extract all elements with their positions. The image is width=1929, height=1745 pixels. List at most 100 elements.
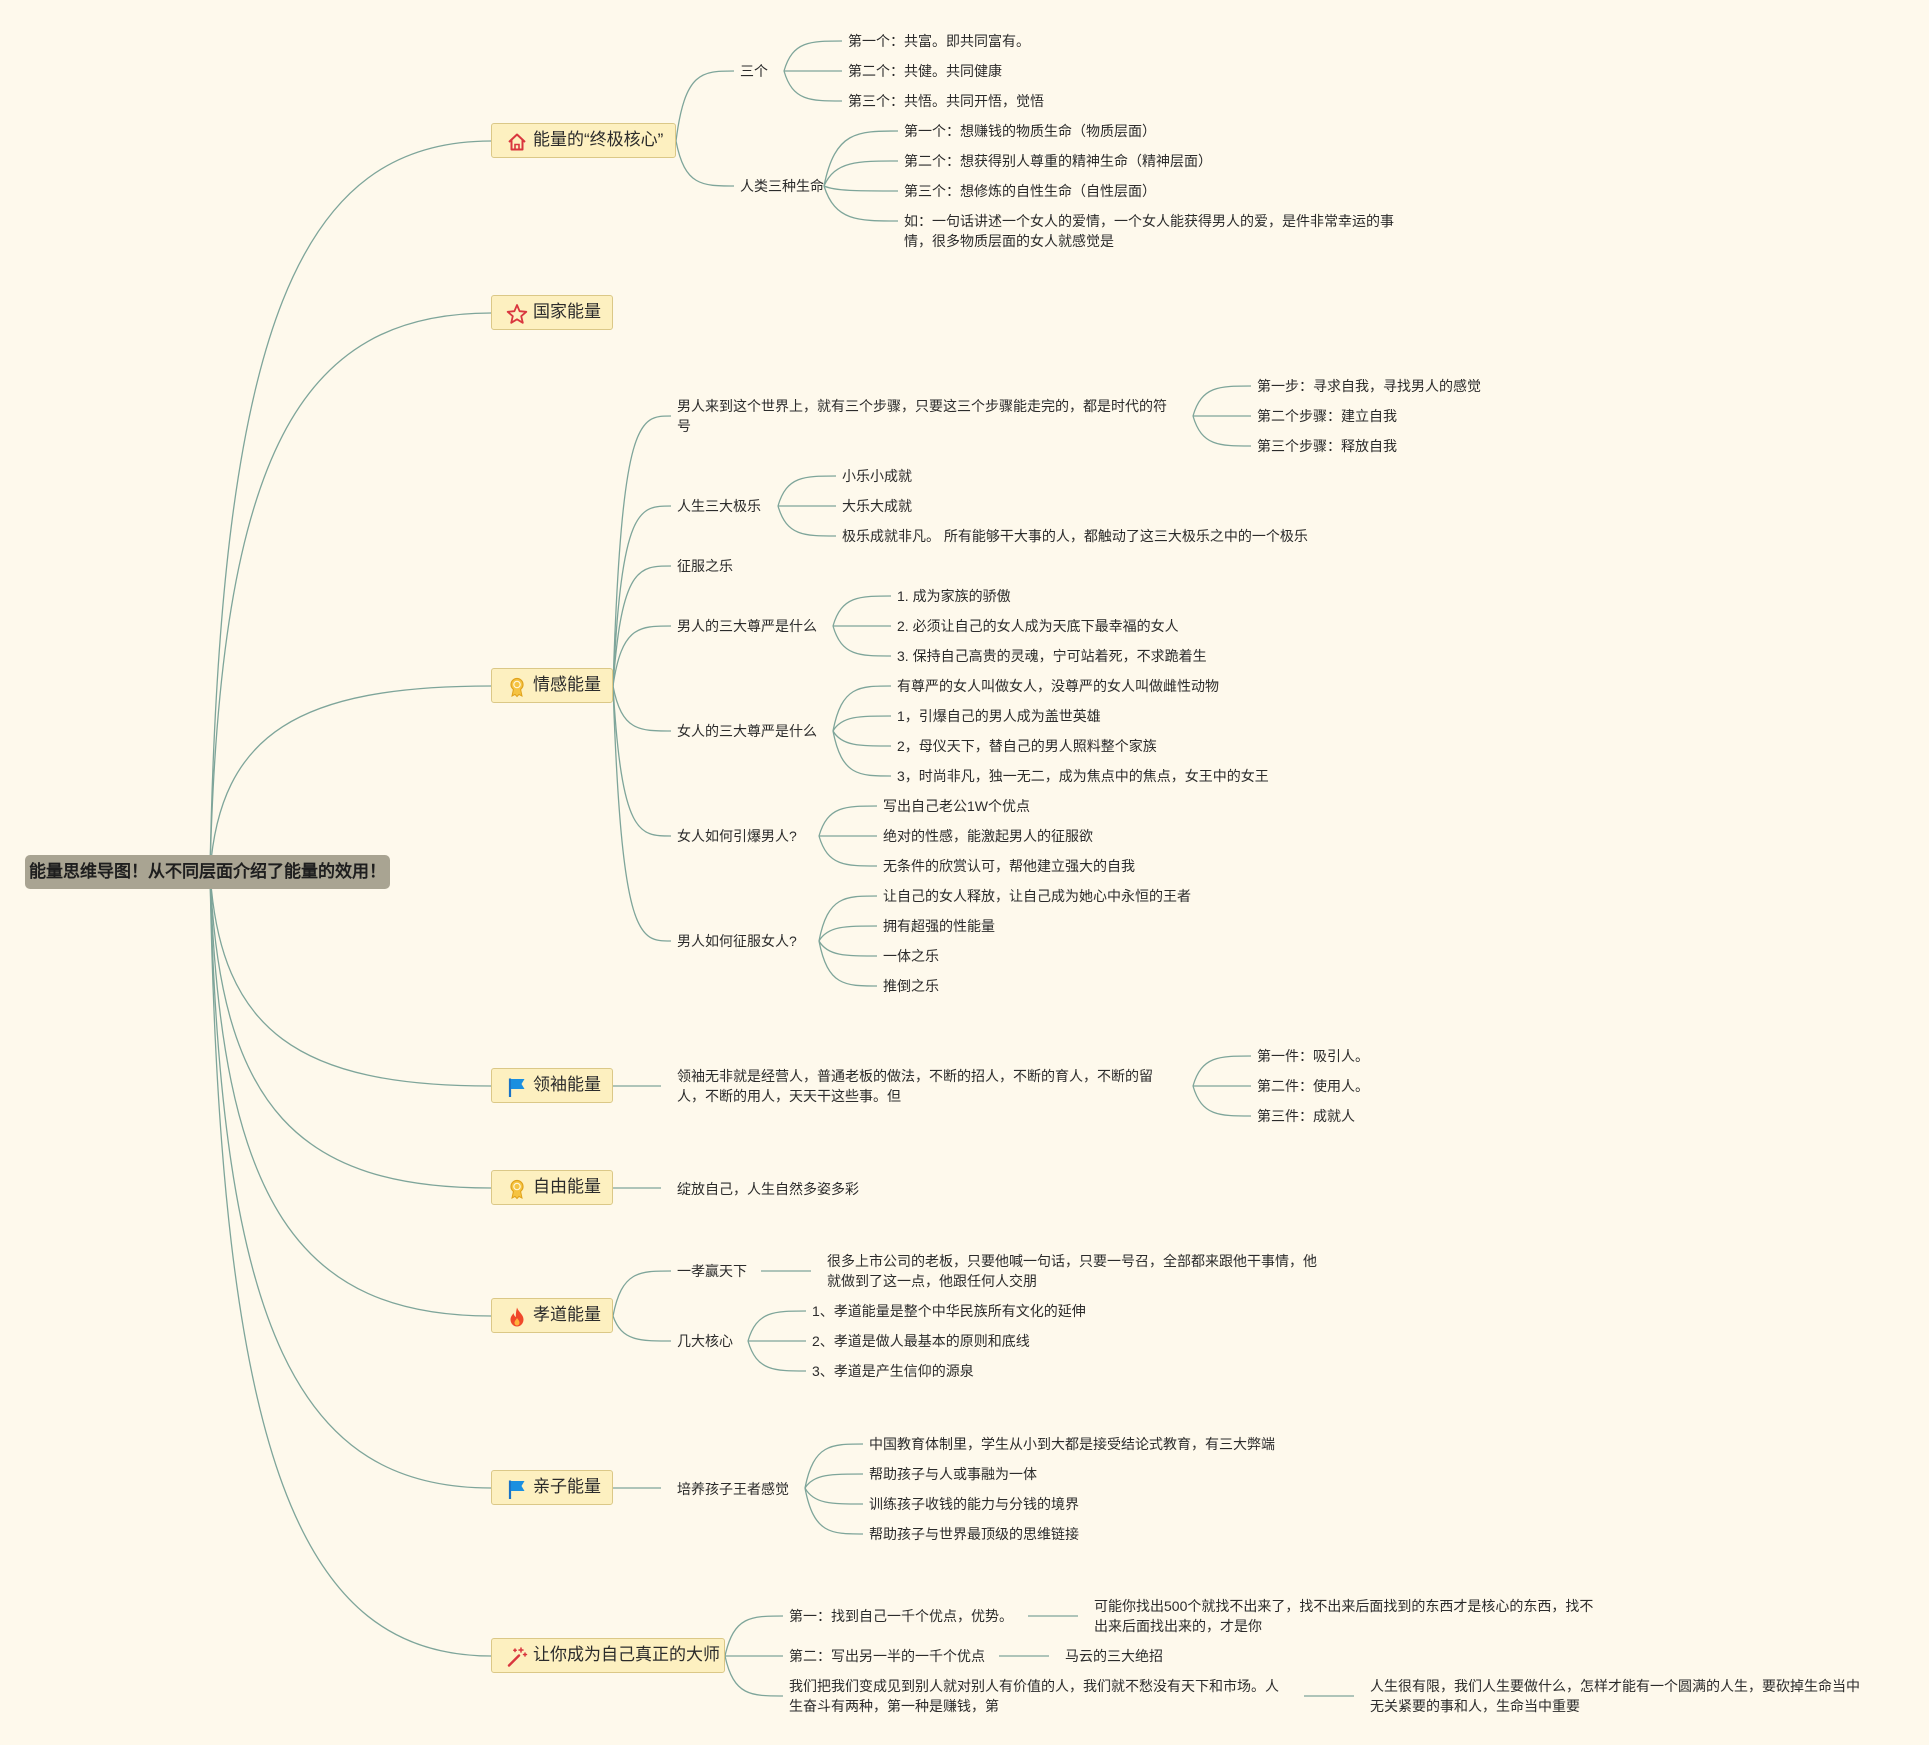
node-master-third-detail[interactable]: 人生很有限，我们人生要做什么，怎样才能有一个圆满的人生，要砍掉生命当中无关紧要的…: [1370, 1678, 1860, 1714]
node-master-first-detail[interactable]: 可能你找出500个就找不出来了，找不出来后面找到的东西才是核心的东西，找不出来后…: [1094, 1598, 1594, 1634]
connector-line: [818, 805, 878, 837]
node-filial-cores[interactable]: 几大核心: [677, 1333, 733, 1349]
node-women-dignity-item-1[interactable]: 有尊严的女人叫做女人，没尊严的女人叫做雌性动物: [897, 678, 1219, 694]
connector-line: [777, 505, 837, 537]
node-child-kingship[interactable]: 培养孩子王者感觉: [677, 1481, 789, 1497]
root-topic[interactable]: 能量思维导图！从不同层面介绍了能量的效用！: [25, 855, 390, 889]
node-master-second[interactable]: 第二：写出另一半的一千个优点: [789, 1648, 985, 1664]
node-leadership-item-2[interactable]: 第二件：使用人。: [1257, 1078, 1369, 1094]
node-leadership-item-3[interactable]: 第三件：成就人: [1257, 1108, 1355, 1124]
node-conquer-women-item-1[interactable]: 让自己的女人释放，让自己成为她心中永恒的王者: [883, 888, 1191, 904]
connector-line: [612, 505, 672, 687]
topic-ultimate-core[interactable]: 能量的“终极核心”: [491, 123, 676, 158]
node-filial-win[interactable]: 一孝赢天下: [677, 1263, 747, 1279]
node-men-dignity-item-3[interactable]: 3. 保持自己高贵的灵魂，宁可站着死，不求跪着生: [897, 648, 1207, 664]
node-three-item-2[interactable]: 第二个：共健。共同健康: [848, 63, 1002, 79]
node-child-item-1[interactable]: 中国教育体制里，学生从小到大都是接受结论式教育，有三大弊端: [869, 1436, 1275, 1452]
node-men-dignity-item-1[interactable]: 1. 成为家族的骄傲: [897, 588, 1011, 604]
award-icon: [510, 1179, 524, 1200]
topic-national[interactable]: 国家能量: [491, 295, 613, 330]
node-filial-cores-item-2[interactable]: 2、孝道是做人最基本的原则和底线: [812, 1333, 1030, 1349]
root-connector: [209, 871, 492, 1657]
node-ignite-men[interactable]: 女人如何引爆男人?: [677, 828, 797, 844]
node-steps[interactable]: 男人来到这个世界上，就有三个步骤，只要这三个步骤能走完的，都是时代的符号: [677, 398, 1167, 434]
connector-line: [724, 1655, 784, 1697]
node-women-dignity-item-3[interactable]: 2，母仪天下，替自己的男人照料整个家族: [897, 738, 1157, 754]
connector-line: [675, 70, 735, 142]
topic-freedom[interactable]: 自由能量: [491, 1170, 613, 1205]
connector-line: [818, 895, 878, 942]
node-women-dignity-item-2[interactable]: 1，引爆自己的男人成为盖世英雄: [897, 708, 1101, 724]
node-lives-item-1[interactable]: 第一个：想赚钱的物质生命（物质层面）: [904, 123, 1156, 139]
connector-line: [612, 685, 672, 837]
node-filial-cores-item-3[interactable]: 3、孝道是产生信仰的源泉: [812, 1363, 974, 1379]
node-conquest[interactable]: 征服之乐: [677, 558, 733, 574]
connector-line: [818, 940, 878, 987]
node-steps-item-3[interactable]: 第三个步骤：释放自我: [1257, 438, 1397, 454]
node-master-second-detail[interactable]: 马云的三大绝招: [1065, 1648, 1163, 1664]
root-connector: [209, 871, 492, 1317]
node-conquer-women-item-4[interactable]: 推倒之乐: [883, 978, 939, 994]
node-conquer-women-item-2[interactable]: 拥有超强的性能量: [883, 918, 995, 934]
node-joys-item-2[interactable]: 大乐大成就: [842, 498, 912, 514]
node-men-dignity-item-2[interactable]: 2. 必须让自己的女人成为天底下最幸福的女人: [897, 618, 1179, 634]
node-three[interactable]: 三个: [740, 63, 768, 79]
connector-line: [747, 1340, 807, 1372]
node-leadership-desc[interactable]: 领袖无非就是经营人，普通老板的做法，不断的招人，不断的育人，不断的留人，不断的用…: [677, 1068, 1153, 1104]
house-icon: [508, 133, 526, 151]
topic-leadership[interactable]: 领袖能量: [491, 1068, 613, 1103]
node-leadership-item-1[interactable]: 第一件：吸引人。: [1257, 1048, 1369, 1064]
node-men-dignity[interactable]: 男人的三大尊严是什么: [677, 618, 817, 634]
node-lives-item-2[interactable]: 第二个：想获得别人尊重的精神生命（精神层面）: [904, 153, 1212, 169]
node-lives-item-4[interactable]: 如：一句话讲述一个女人的爱情，一个女人能获得男人的爱，是件非常幸运的事情，很多物…: [904, 213, 1394, 249]
node-filial-cores-item-1[interactable]: 1、孝道能量是整个中华民族所有文化的延伸: [812, 1303, 1086, 1319]
node-joys[interactable]: 人生三大极乐: [677, 498, 761, 514]
connector-line: [804, 1443, 864, 1489]
star-icon: [506, 304, 528, 324]
node-three-lives[interactable]: 人类三种生命: [740, 178, 824, 194]
node-freedom-desc[interactable]: 绽放自己，人生自然多姿多彩: [677, 1181, 859, 1197]
connector-line: [724, 1615, 784, 1657]
node-master-third[interactable]: 我们把我们变成见到别人就对别人有价值的人，我们就不愁没有天下和市场。人生奋斗有两…: [789, 1678, 1279, 1714]
node-ignite-men-item-1[interactable]: 写出自己老公1W个优点: [883, 798, 1030, 814]
topic-label: 自由能量: [533, 1177, 601, 1196]
root-connector: [209, 685, 492, 873]
node-child-item-3[interactable]: 训练孩子收钱的能力与分钱的境界: [869, 1496, 1079, 1512]
node-conquer-women[interactable]: 男人如何征服女人?: [677, 933, 797, 949]
node-filial-win-detail[interactable]: 很多上市公司的老板，只要他喊一句话，只要一号召，全部都来跟他干事情，他就做到了这…: [827, 1253, 1317, 1289]
node-joys-item-3[interactable]: 极乐成就非凡。 所有能够干大事的人，都触动了这三大极乐之中的一个极乐: [842, 528, 1308, 544]
connector-line: [832, 730, 892, 747]
node-steps-item-1[interactable]: 第一步：寻求自我，寻找男人的感觉: [1257, 378, 1481, 394]
topic-label: 让你成为自己真正的大师: [533, 1645, 720, 1664]
node-ignite-men-item-3[interactable]: 无条件的欣赏认可，帮他建立强大的自我: [883, 858, 1135, 874]
connector-line: [823, 130, 899, 187]
topic-parenting[interactable]: 亲子能量: [491, 1470, 613, 1505]
node-three-item-1[interactable]: 第一个：共富。即共同富有。: [848, 33, 1030, 49]
node-lives-item-3[interactable]: 第三个：想修炼的自性生命（自性层面）: [904, 183, 1156, 199]
connector-line: [804, 1487, 864, 1505]
connector-line: [818, 835, 878, 867]
topic-emotional[interactable]: 情感能量: [491, 668, 613, 703]
topic-filial[interactable]: 孝道能量: [491, 1298, 613, 1333]
connector-line: [612, 565, 672, 687]
award-icon: [510, 677, 524, 698]
node-child-item-4[interactable]: 帮助孩子与世界最顶级的思维链接: [869, 1526, 1079, 1542]
connector-line: [612, 685, 672, 732]
connector-line: [1192, 415, 1252, 447]
node-women-dignity[interactable]: 女人的三大尊严是什么: [677, 723, 817, 739]
connector-line: [818, 940, 878, 957]
node-joys-item-1[interactable]: 小乐小成就: [842, 468, 912, 484]
node-steps-item-2[interactable]: 第二个步骤：建立自我: [1257, 408, 1397, 424]
node-ignite-men-item-2[interactable]: 绝对的性感，能激起男人的征服欲: [883, 828, 1093, 844]
node-conquer-women-item-3[interactable]: 一体之乐: [883, 948, 939, 964]
connector-line: [804, 1487, 864, 1535]
node-master-first[interactable]: 第一：找到自己一千个优点，优势。: [789, 1608, 1013, 1624]
root-connector: [209, 871, 492, 1489]
node-child-item-2[interactable]: 帮助孩子与人或事融为一体: [869, 1466, 1037, 1482]
topic-label: 孝道能量: [533, 1305, 601, 1324]
node-women-dignity-item-4[interactable]: 3，时尚非凡，独一无二，成为焦点中的焦点，女王中的女王: [897, 768, 1269, 784]
flag-icon: [508, 1078, 525, 1097]
node-three-item-3[interactable]: 第三个：共悟。共同开悟，觉悟: [848, 93, 1044, 109]
connector-line: [777, 475, 837, 507]
topic-master[interactable]: 让你成为自己真正的大师: [491, 1638, 725, 1673]
